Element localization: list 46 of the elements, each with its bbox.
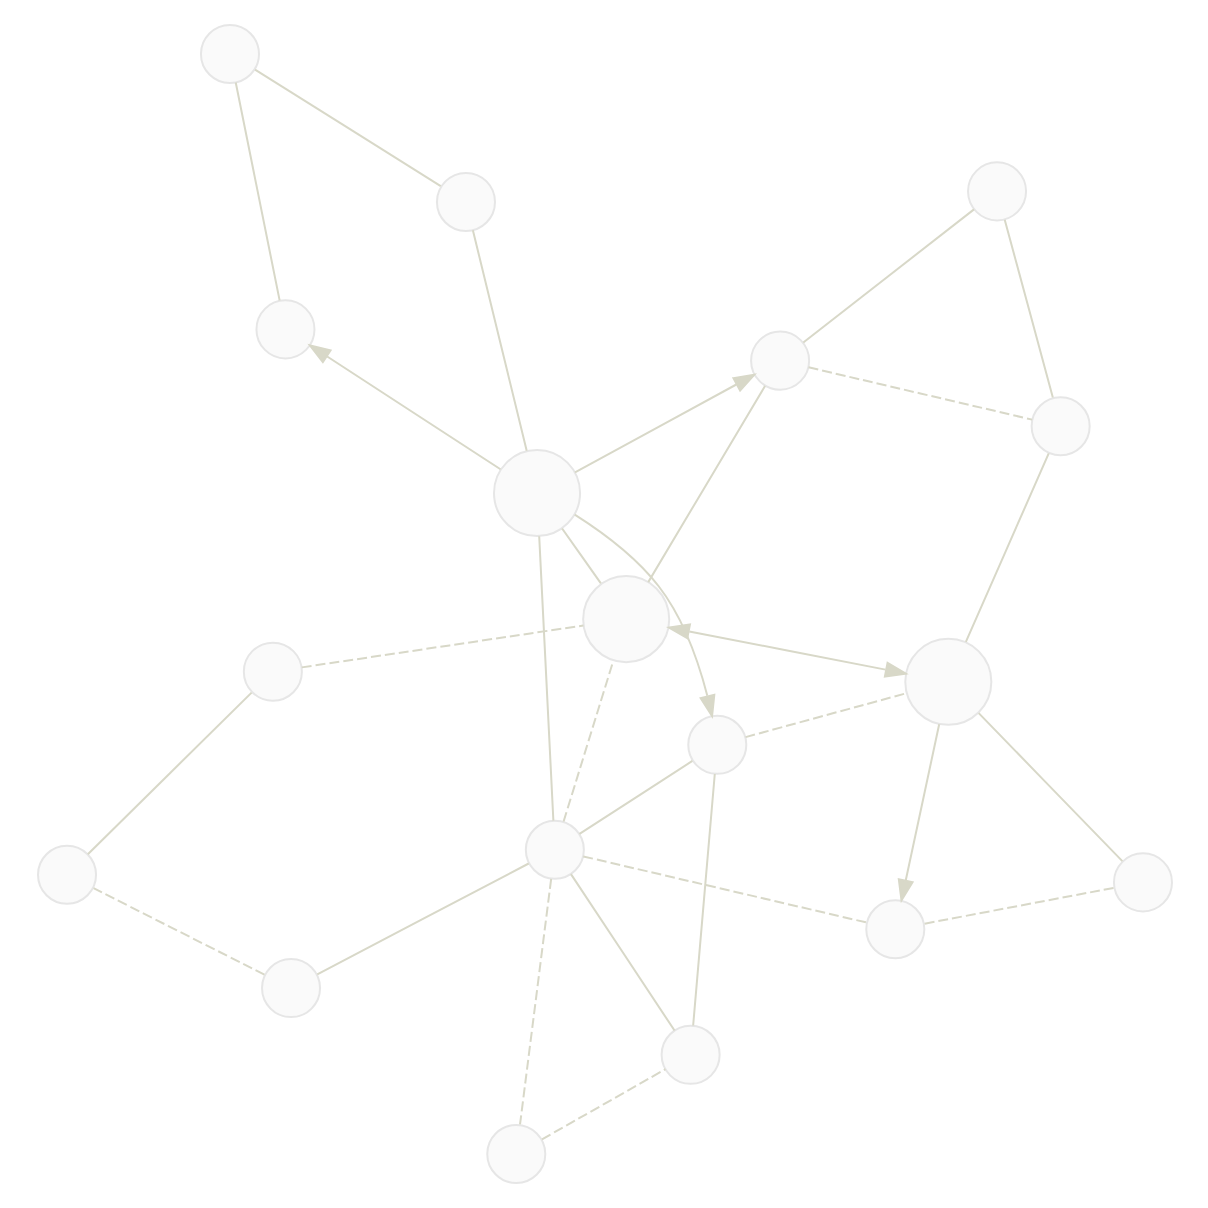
connector [299,624,584,669]
arrow [896,723,940,904]
node-circle [523,819,584,880]
connector [537,535,554,822]
node-circle [864,899,925,960]
connector [646,384,766,584]
connector [1002,218,1053,399]
connector [561,659,614,823]
connector [806,366,1033,421]
node-circle [1111,852,1172,913]
connector [691,773,715,1027]
connector [253,68,441,188]
connector [963,452,1049,643]
connector [233,81,280,302]
node-circle [485,1124,546,1184]
node-circle [903,637,992,726]
node-circle [659,1024,720,1085]
node-circle [1029,396,1090,457]
connector [801,208,974,344]
connector [976,712,1123,863]
connector [470,229,527,452]
node-circle [492,449,581,538]
connector [922,886,1115,925]
connector [568,873,675,1032]
node-circle [434,171,495,232]
node-circle [254,299,315,360]
node-circle [198,24,259,84]
connector [518,877,552,1126]
node-circle [260,958,321,1019]
arrow [572,513,715,719]
node-circle [581,575,670,664]
node-circle [966,161,1027,222]
connector [743,692,907,739]
connector [315,862,529,976]
connector [91,887,265,976]
node-circle [686,714,747,775]
arrow [573,373,756,474]
connector [581,855,867,924]
arrow [306,343,501,471]
node-circle [749,330,810,391]
connector [560,527,601,585]
node-circle [241,641,302,702]
node-circle [36,844,97,905]
connector [540,1068,666,1141]
connector [85,691,252,856]
connector [577,759,693,835]
